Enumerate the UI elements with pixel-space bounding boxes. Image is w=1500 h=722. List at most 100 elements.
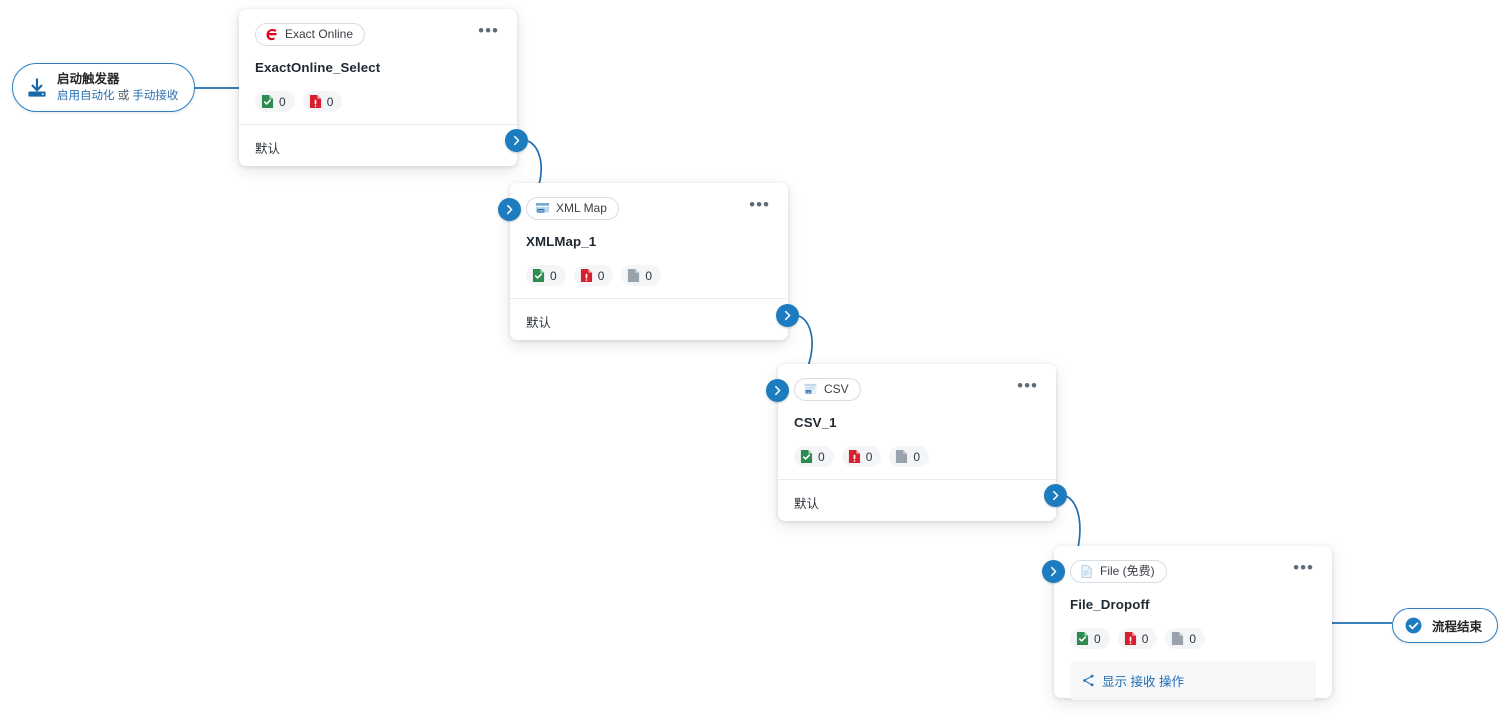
trigger-sub-manual[interactable]: 手动接收 xyxy=(132,89,179,102)
status-badge-success-count: 0 xyxy=(550,268,557,283)
connector-type-label: CSV xyxy=(824,382,849,396)
card-menu-button[interactable]: ••• xyxy=(1293,558,1314,577)
trigger-subtitle: 启用自动化 或 手动接收 xyxy=(57,89,178,103)
document-error-icon xyxy=(309,94,322,109)
card-status-badges: 0 0 xyxy=(255,91,501,112)
connector-out-csv-1[interactable] xyxy=(1044,484,1067,507)
connector-type-chip[interactable]: csv CSV xyxy=(794,378,861,401)
chevron-right-icon xyxy=(1053,490,1059,501)
document-error-icon xyxy=(580,268,593,283)
document-success-icon xyxy=(1076,631,1089,646)
card-title: ExactOnline_Select xyxy=(255,60,381,75)
status-badge-error-count: 0 xyxy=(865,449,873,464)
workflow-card-exactonline-select[interactable]: Exact Online ••• ExactOnline_Select 0 xyxy=(239,9,517,166)
card-body: csv CSV ••• CSV_1 xyxy=(778,364,1056,479)
chevron-right-icon xyxy=(507,204,513,215)
card-footer: 默认 xyxy=(510,298,788,345)
connector-type-chip[interactable]: Exact Online xyxy=(255,23,366,46)
card-title: CSV_1 xyxy=(794,415,837,430)
card-footer: 默认 xyxy=(778,479,1056,526)
end-node[interactable]: 流程结束 xyxy=(1392,608,1499,643)
status-badge-success-count: 0 xyxy=(818,449,825,464)
trigger-sub-automation[interactable]: 启用自动化 xyxy=(57,89,115,102)
card-body: xml XML Map ••• XMLMap_1 xyxy=(510,183,788,298)
workflow-card-xmlmap-1[interactable]: xml XML Map ••• XMLMap_1 xyxy=(510,183,788,340)
card-menu-button[interactable]: ••• xyxy=(1017,376,1038,395)
connector-type-chip[interactable]: File (免费) xyxy=(1070,560,1167,583)
start-trigger-node[interactable]: 启动触发器 启用自动化 或 手动接收 xyxy=(12,63,196,112)
status-badge-error-count: 0 xyxy=(1141,631,1149,646)
status-badge-error-count: 0 xyxy=(326,94,334,109)
status-badge-error[interactable]: 0 xyxy=(841,446,882,467)
document-success-icon xyxy=(261,94,274,109)
workflow-card-file-dropoff[interactable]: File (免费) ••• File_Dropoff 0 xyxy=(1054,546,1332,700)
chevron-right-icon xyxy=(1051,566,1057,577)
status-badge-pending-count: 0 xyxy=(913,449,921,464)
show-receive-actions-button[interactable]: 显示 接收 操作 xyxy=(1070,661,1316,700)
card-footer-label: 默认 xyxy=(526,316,552,330)
status-badge-success[interactable]: 0 xyxy=(794,446,834,467)
xml-map-icon: xml xyxy=(535,201,550,216)
check-circle-icon xyxy=(1404,616,1423,635)
connector-out-exactonline-select[interactable] xyxy=(505,129,528,152)
download-tray-icon xyxy=(26,77,48,99)
svg-text:csv: csv xyxy=(806,390,811,394)
card-status-badges: 0 0 xyxy=(526,265,772,286)
connector-out-xmlmap-1[interactable] xyxy=(776,304,799,327)
trigger-sub-separator: 或 xyxy=(117,89,130,102)
file-icon xyxy=(1079,564,1094,579)
document-pending-icon xyxy=(1171,631,1184,646)
card-menu-button[interactable]: ••• xyxy=(749,195,770,214)
trigger-title: 启动触发器 xyxy=(57,72,120,86)
document-error-icon xyxy=(1124,631,1137,646)
status-badge-success[interactable]: 0 xyxy=(1070,628,1110,649)
end-node-label: 流程结束 xyxy=(1432,620,1483,634)
card-header: csv CSV ••• xyxy=(794,376,1040,401)
share-nodes-icon xyxy=(1082,674,1095,687)
show-receive-actions-label: 显示 接收 操作 xyxy=(1102,675,1184,689)
card-header: Exact Online ••• xyxy=(255,21,501,46)
card-body: File (免费) ••• File_Dropoff 0 xyxy=(1054,546,1332,661)
card-body: Exact Online ••• ExactOnline_Select 0 xyxy=(239,9,517,124)
card-header: xml XML Map ••• xyxy=(526,195,772,220)
document-error-icon xyxy=(848,449,861,464)
connector-type-chip[interactable]: xml XML Map xyxy=(526,197,619,220)
status-badge-pending-count: 0 xyxy=(1189,631,1197,646)
status-badge-pending[interactable]: 0 xyxy=(889,446,930,467)
status-badge-error-count: 0 xyxy=(597,268,605,283)
status-badge-error[interactable]: 0 xyxy=(573,265,614,286)
status-badge-success-count: 0 xyxy=(1094,631,1101,646)
status-badge-pending[interactable]: 0 xyxy=(1165,628,1206,649)
card-status-badges: 0 0 xyxy=(1070,628,1316,649)
document-pending-icon xyxy=(627,268,640,283)
status-badge-success-count: 0 xyxy=(279,94,286,109)
card-footer-label: 默认 xyxy=(794,497,820,511)
card-title: XMLMap_1 xyxy=(526,234,597,249)
status-badge-success[interactable]: 0 xyxy=(255,91,295,112)
status-badge-pending[interactable]: 0 xyxy=(621,265,662,286)
connector-in-csv-1[interactable] xyxy=(766,379,789,402)
status-badge-success[interactable]: 0 xyxy=(526,265,566,286)
workflow-card-csv-1[interactable]: csv CSV ••• CSV_1 xyxy=(778,364,1056,521)
document-success-icon xyxy=(800,449,813,464)
document-pending-icon xyxy=(895,449,908,464)
connector-in-xmlmap-1[interactable] xyxy=(498,198,521,221)
card-status-badges: 0 0 xyxy=(794,446,1040,467)
exact-online-logo-icon xyxy=(264,27,279,42)
svg-text:xml: xml xyxy=(538,209,544,213)
connector-in-file-dropoff[interactable] xyxy=(1042,560,1065,583)
connector-type-label: Exact Online xyxy=(285,27,354,41)
card-action-wrap: 显示 接收 操作 xyxy=(1054,661,1332,714)
connector-type-label: File (免费) xyxy=(1100,564,1155,578)
status-badge-error[interactable]: 0 xyxy=(302,91,343,112)
status-badge-pending-count: 0 xyxy=(645,268,653,283)
card-header: File (免费) ••• xyxy=(1070,558,1316,583)
chevron-right-icon xyxy=(775,385,781,396)
chevron-right-icon xyxy=(514,135,520,146)
csv-file-icon: csv xyxy=(803,382,818,397)
card-menu-button[interactable]: ••• xyxy=(478,21,499,40)
status-badge-error[interactable]: 0 xyxy=(1117,628,1158,649)
connector-type-label: XML Map xyxy=(556,201,607,215)
card-footer-label: 默认 xyxy=(255,142,281,156)
